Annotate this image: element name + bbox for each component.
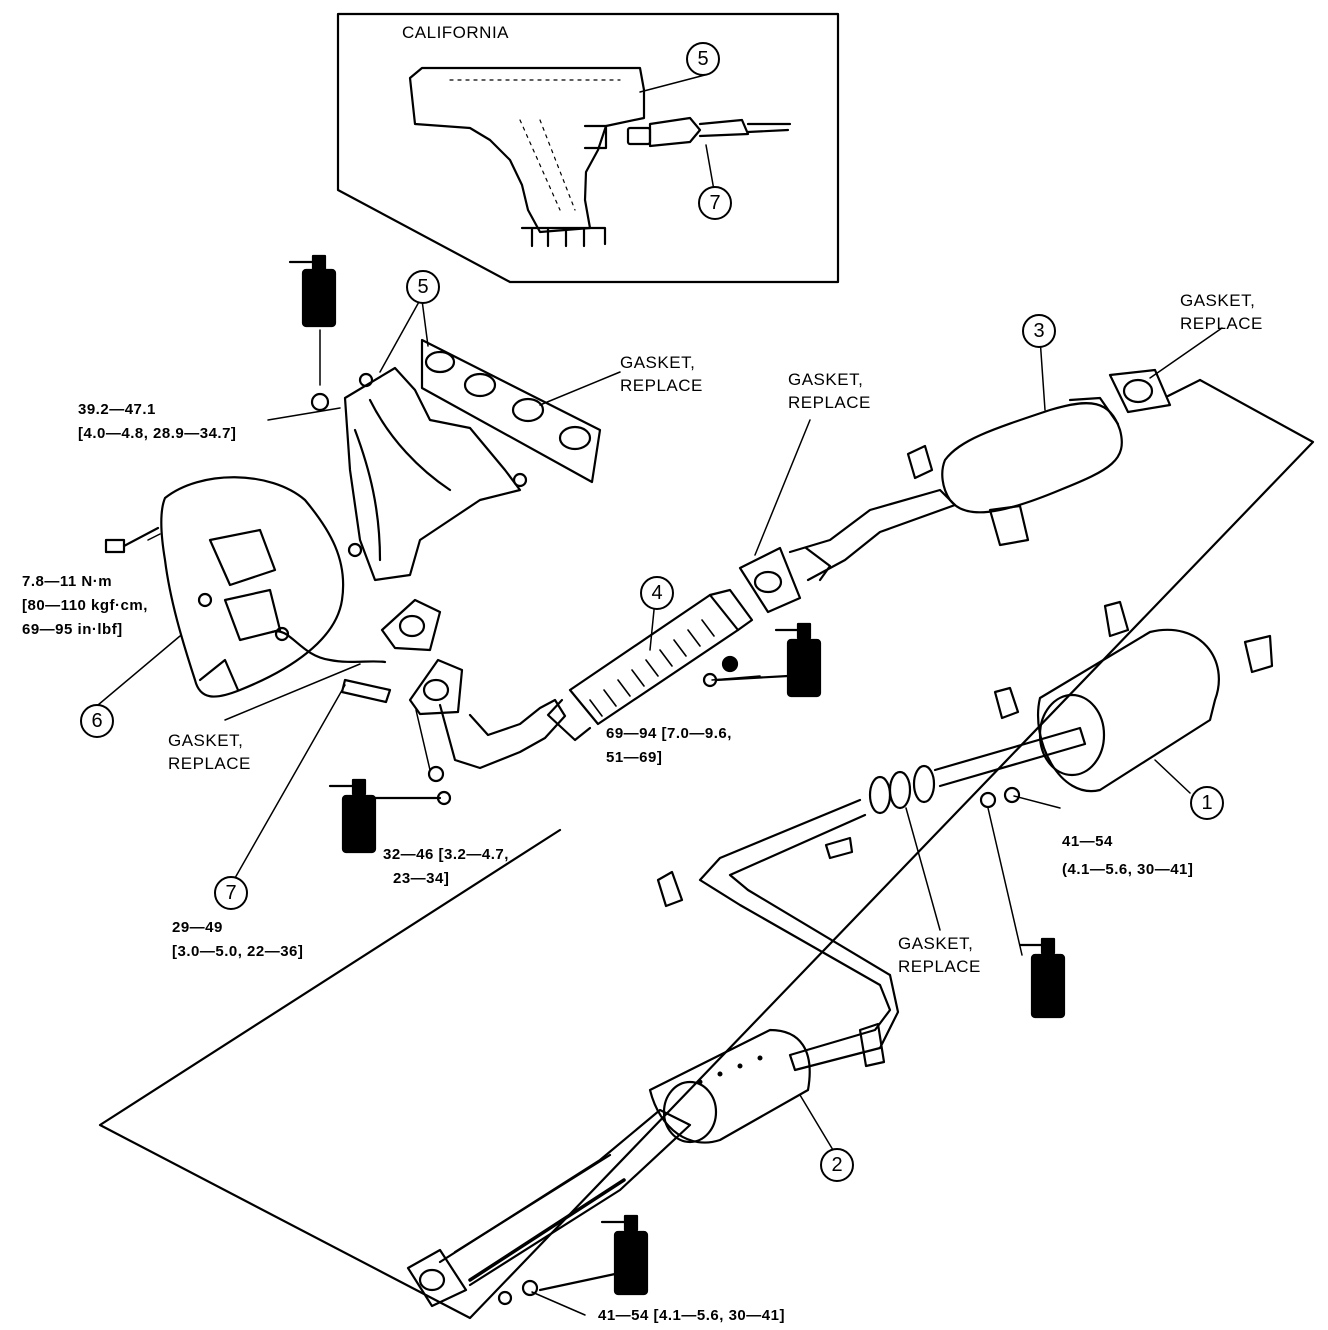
callout-1: 1 bbox=[1190, 786, 1224, 820]
inset-manifold bbox=[408, 66, 646, 248]
gasket-label-left: GASKET, REPLACE bbox=[168, 731, 251, 773]
rear-gasket-c bbox=[912, 764, 936, 804]
exhaust-manifold bbox=[343, 366, 528, 582]
gasket-label-rear: GASKET, REPLACE bbox=[898, 934, 981, 976]
rear-gasket-a bbox=[868, 775, 892, 815]
grease-can-center bbox=[714, 622, 822, 698]
torque-front-pipe-nut: 32—46 [3.2—4.7, 23—34] bbox=[383, 846, 509, 887]
tail-pipe bbox=[933, 726, 1087, 788]
grease-can-top-left bbox=[288, 254, 337, 412]
gasket-label-converter: GASKET, REPLACE bbox=[1180, 291, 1263, 333]
catalytic-converter bbox=[906, 396, 1123, 547]
heat-shield-bolt bbox=[104, 526, 160, 554]
gasket-label-manifold: GASKET, REPLACE bbox=[620, 353, 703, 395]
callout-7-inset: 7 bbox=[698, 186, 732, 220]
rear-gasket-b bbox=[888, 770, 912, 810]
torque-oxygen-sensor: 29—49 [3.0—5.0, 22—36] bbox=[172, 919, 304, 960]
middle-pipe bbox=[698, 798, 900, 1072]
gasket-label-center: GASKET, REPLACE bbox=[788, 370, 871, 412]
callout-6: 6 bbox=[80, 704, 114, 738]
flange bbox=[406, 1248, 468, 1308]
inset-title: CALIFORNIA bbox=[402, 23, 510, 42]
grease-can-front-pipe bbox=[328, 765, 452, 854]
callout-3: 3 bbox=[1022, 314, 1056, 348]
manifold-gasket bbox=[420, 338, 602, 484]
pipe-area-frame bbox=[98, 378, 1315, 1320]
torque-heat-shield-bolt: 7.8—11 N·m [80—110 kgf·cm, 69—95 in·lbf] bbox=[22, 573, 148, 638]
front-gasket-lower bbox=[408, 658, 464, 716]
front-pipe bbox=[438, 698, 567, 770]
inset-oxygen-sensor bbox=[626, 116, 792, 148]
center-gasket bbox=[738, 546, 802, 614]
grease-can-rear bbox=[538, 1214, 649, 1296]
torque-muffler-nut: 41—54 (4.1—5.6, 30—41] bbox=[1062, 833, 1194, 878]
callout-5-inset: 5 bbox=[686, 42, 720, 76]
callout-5: 5 bbox=[406, 270, 440, 304]
torque-manifold-nut: 39.2—47.1 [4.0—4.8, 28.9—34.7] bbox=[78, 401, 237, 442]
callout-4: 4 bbox=[640, 576, 674, 610]
torque-rear-nut: 41—54 [4.1—5.6, 30—41] bbox=[598, 1307, 785, 1324]
main-silencer bbox=[993, 600, 1274, 793]
converter-gasket bbox=[1108, 368, 1172, 414]
pre-pipe bbox=[438, 1108, 692, 1287]
heat-shield bbox=[160, 476, 345, 698]
front-gasket-upper bbox=[380, 598, 442, 652]
grease-can-rear-gasket bbox=[1018, 937, 1066, 1019]
callout-7: 7 bbox=[214, 876, 248, 910]
torque-flex-pipe-nut: 69—94 [7.0—9.6, 51—69] bbox=[606, 725, 732, 766]
flex-pipe bbox=[546, 588, 754, 742]
california-inset-frame bbox=[336, 12, 840, 284]
converter-inlet-pipe bbox=[788, 488, 957, 582]
callout-2: 2 bbox=[820, 1148, 854, 1182]
